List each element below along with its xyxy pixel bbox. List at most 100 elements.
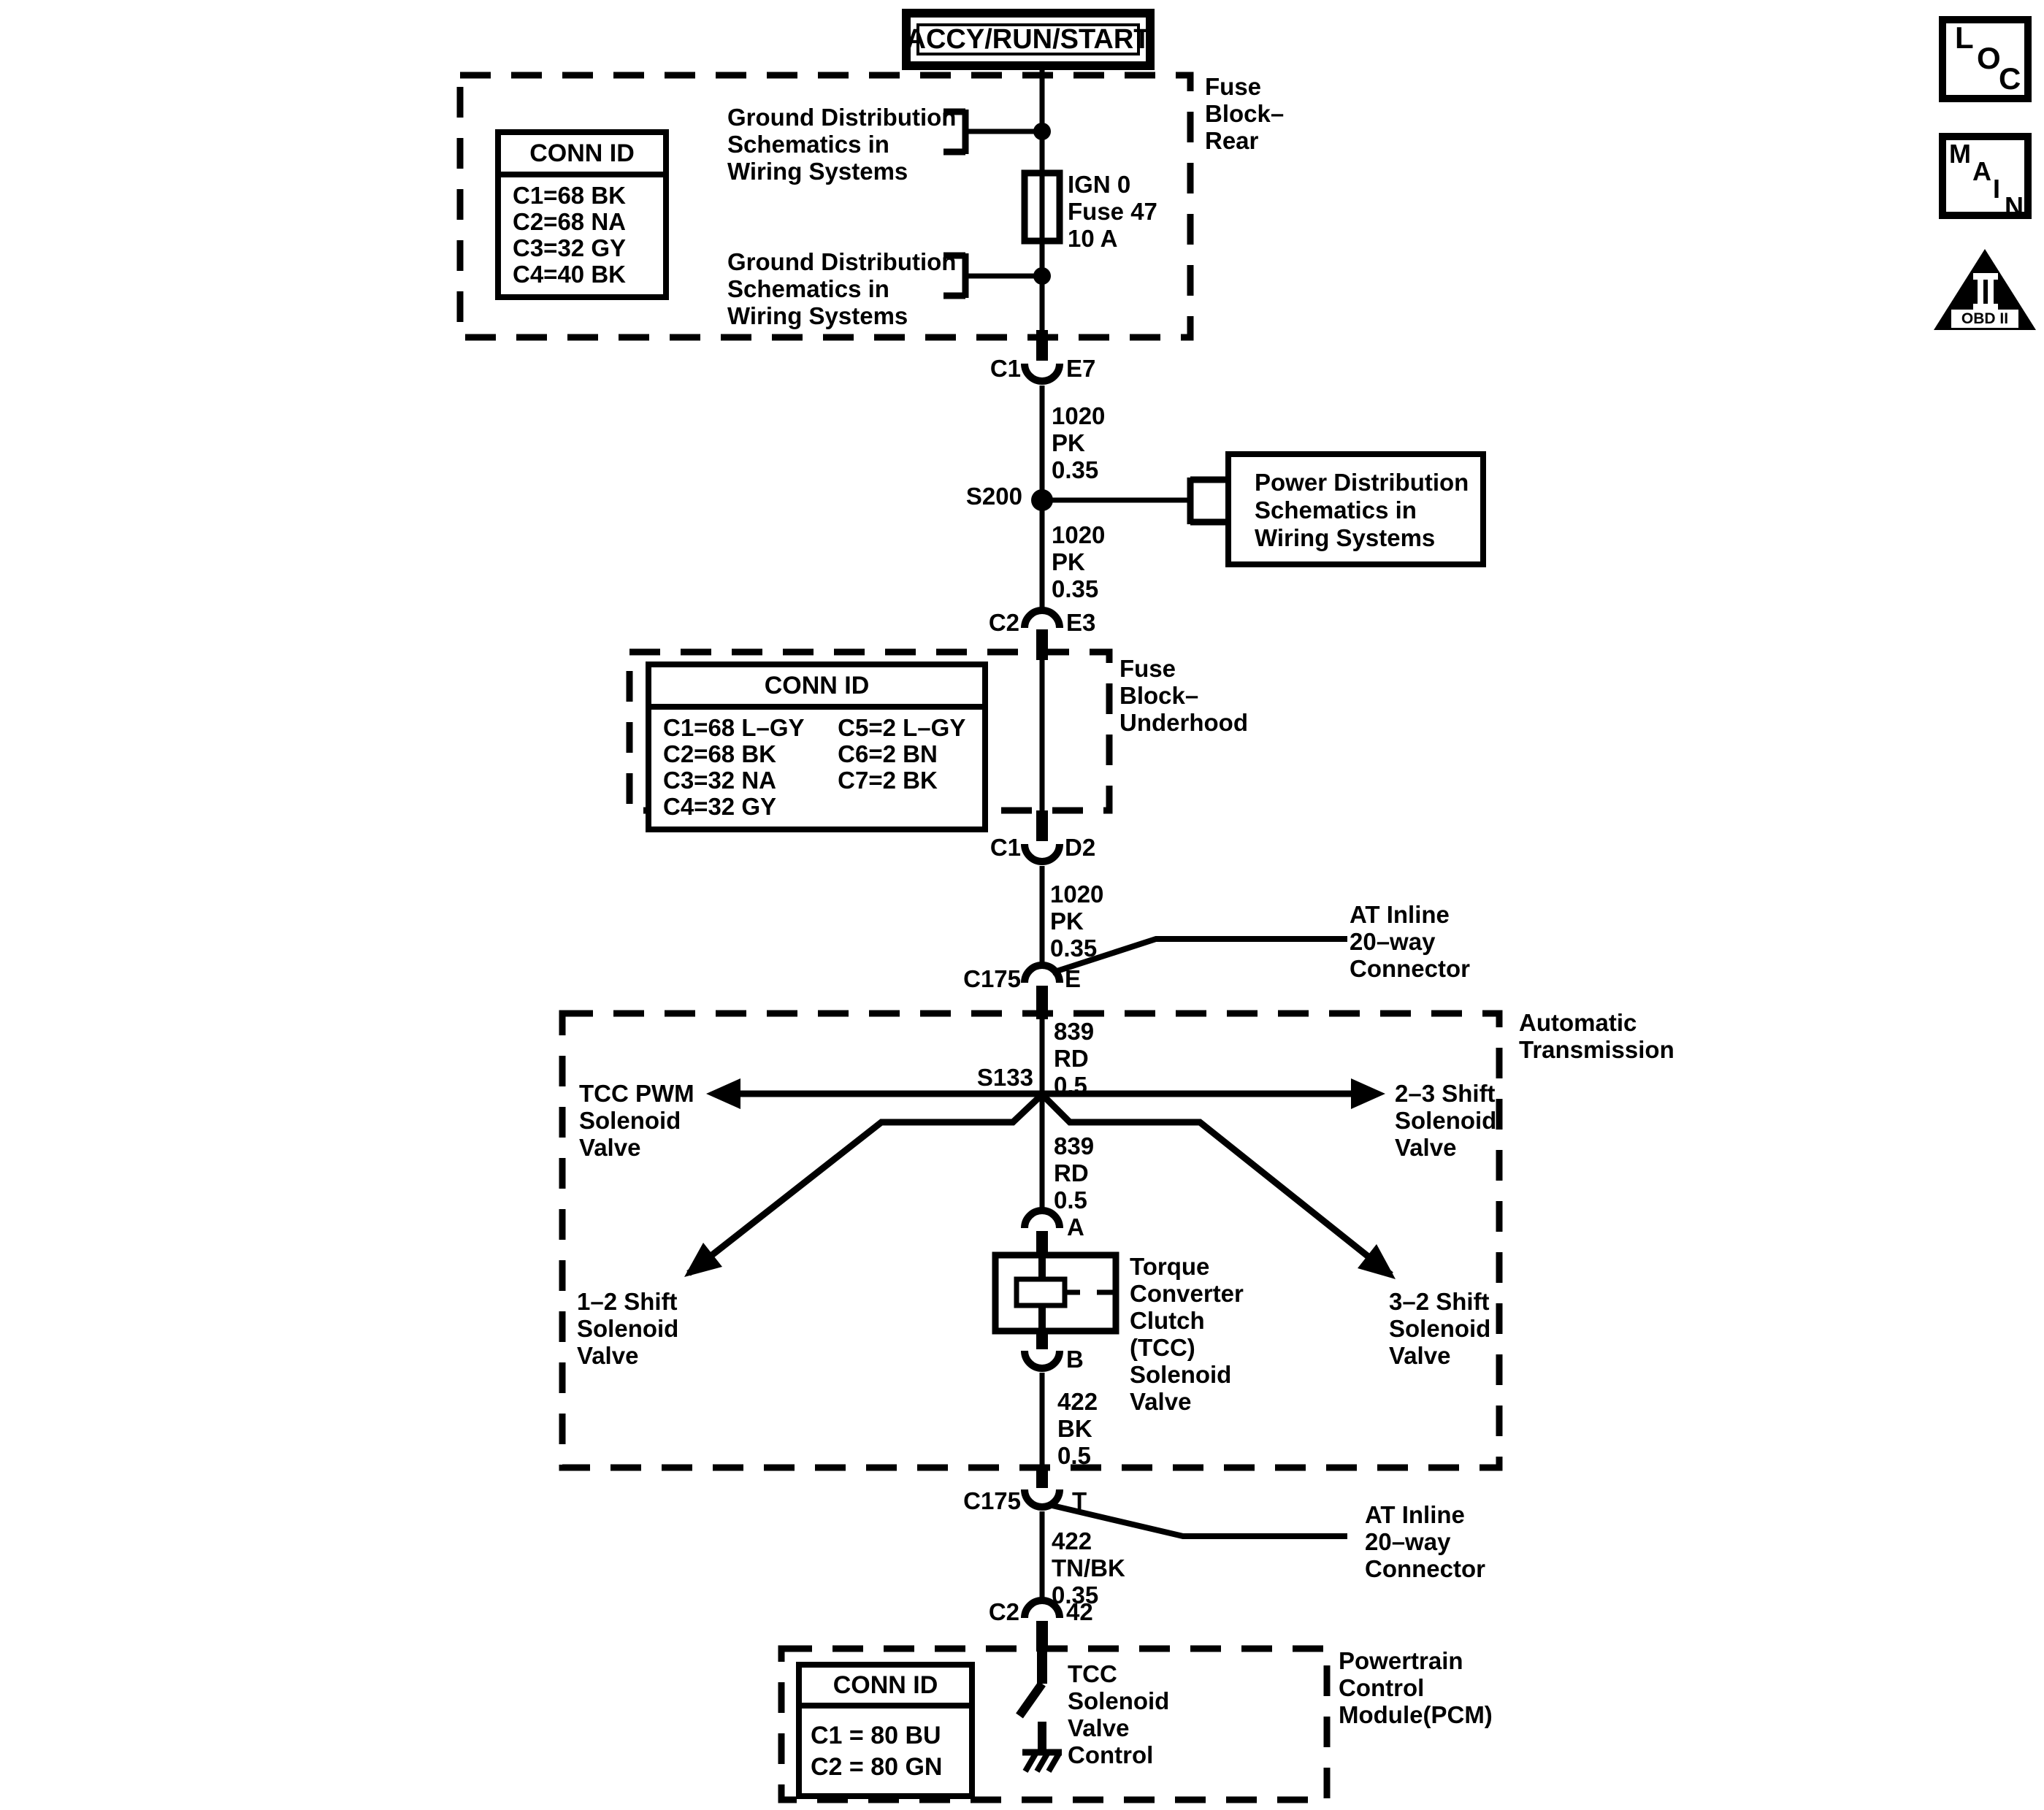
- shift-3-2-solenoid-label: 3–2 Shift Solenoid Valve: [1389, 1288, 1490, 1369]
- tcc-solenoid-valve-label: Torque Converter Clutch (TCC) Solenoid V…: [1130, 1253, 1244, 1415]
- wire-circuit: 1020: [1050, 881, 1104, 908]
- label-line: Connector: [1365, 1555, 1485, 1582]
- label-line: TCC PWM: [579, 1080, 694, 1107]
- wire-circuit: 422: [1057, 1388, 1098, 1415]
- label-line: Control: [1068, 1741, 1154, 1768]
- label-line: Torque: [1130, 1253, 1210, 1280]
- wire-gauge: 0.35: [1052, 1581, 1099, 1608]
- label-line: 10 A: [1068, 225, 1118, 252]
- table-header: CONN ID: [651, 667, 982, 710]
- connector-c1-d2-right-label: D2: [1065, 834, 1096, 861]
- label-line: Wiring Systems: [727, 302, 908, 329]
- connector-a-symbol: [1021, 1207, 1063, 1257]
- ground-ref-bottom-label: Ground Distribution Schematics in Wiring…: [727, 248, 956, 329]
- wire-839-rd-label-2: 839 RD 0.5: [1054, 1132, 1094, 1213]
- main-icon: M A I N: [1939, 133, 2032, 221]
- ground-ref-top-label: Ground Distribution Schematics in Wiring…: [727, 104, 956, 185]
- label-line: Converter: [1130, 1280, 1244, 1307]
- wire-gauge: 0.35: [1052, 575, 1099, 602]
- at-inline-bottom-label: AT Inline 20–way Connector: [1365, 1501, 1485, 1582]
- label-line: Automatic: [1519, 1009, 1637, 1036]
- label-line: Valve: [1130, 1388, 1192, 1415]
- pcm-driver-switch: [1016, 1649, 1047, 1751]
- label-line: IGN 0: [1068, 171, 1131, 198]
- label-line: 20–way: [1350, 928, 1436, 955]
- wire-gauge: 0.5: [1054, 1072, 1087, 1099]
- label-line: Clutch: [1130, 1307, 1205, 1334]
- connector-c1-d2-symbol: [1021, 810, 1063, 865]
- label-line: (TCC): [1130, 1334, 1195, 1361]
- table-row: C2=68 BK: [663, 740, 776, 767]
- connector-c1-d2-left-label: C1: [990, 834, 1021, 861]
- label-line: AT Inline: [1350, 901, 1450, 928]
- label-line: Valve: [577, 1342, 639, 1369]
- connector-b-label: B: [1066, 1346, 1084, 1373]
- s200-label: S200: [965, 483, 1022, 510]
- label-line: Solenoid: [579, 1107, 681, 1134]
- power-distribution-ref-box: Power Distribution Schematics in Wiring …: [1225, 451, 1486, 567]
- arrowhead-down-right: [1358, 1244, 1396, 1279]
- power-source-box: ACCY/RUN/START: [902, 9, 1155, 70]
- s133-label: S133: [976, 1064, 1033, 1091]
- wire-gauge: 0.5: [1054, 1186, 1087, 1213]
- fuse-block-rear-label: Fuse Block– Rear: [1205, 73, 1284, 154]
- junction-dot: [1033, 267, 1051, 285]
- label-line: Schematics in: [727, 131, 889, 158]
- table-row: C1=68 L–GY: [663, 714, 805, 741]
- ground-symbol: [1022, 1749, 1062, 1773]
- label-line: Schematics in: [727, 275, 889, 302]
- arrowhead-down-left: [684, 1243, 722, 1277]
- label-line: Solenoid: [577, 1315, 679, 1342]
- wire-circuit: 839: [1054, 1132, 1095, 1159]
- pcm-outline: [778, 1645, 1331, 1803]
- label-line: Ground Distribution: [727, 248, 957, 275]
- wire-color: BK: [1057, 1415, 1092, 1442]
- shift-2-3-solenoid-label: 2–3 Shift Solenoid Valve: [1395, 1080, 1496, 1161]
- table-row: C5=2 L–GY: [838, 714, 966, 741]
- label-line: 20–way: [1365, 1528, 1451, 1555]
- table-row: C7=2 BK: [838, 767, 938, 794]
- s133-splice-arrows: [684, 1078, 1396, 1279]
- conn-id-table-underhood: CONN ID C1=68 L–GY C2=68 BK C3=32 NA C4=…: [646, 662, 988, 832]
- label-line: Rear: [1205, 127, 1259, 154]
- label-line: Solenoid: [1389, 1315, 1491, 1342]
- loc-letter: L: [1955, 20, 1974, 55]
- label-line: Fuse: [1205, 73, 1262, 100]
- s200-splice: [1031, 476, 1225, 526]
- fuse-ign0-label: IGN 0 Fuse 47 10 A: [1068, 171, 1157, 252]
- wire-gauge: 0.35: [1050, 935, 1098, 962]
- label-line: 2–3 Shift: [1395, 1080, 1496, 1107]
- wire-circuit: 1020: [1052, 402, 1106, 429]
- label-line: Wiring Systems: [727, 158, 908, 185]
- arrowhead-left: [706, 1078, 740, 1109]
- connector-c2-42-right-label: 42: [1066, 1598, 1093, 1625]
- wire-1020-pk-label-3: 1020 PK 0.35: [1050, 881, 1103, 962]
- conn-id-table-pcm: CONN ID C1 = 80 BU C2 = 80 GN: [796, 1662, 975, 1799]
- ground-ref-top-tap: [943, 108, 1051, 156]
- wire-color: RD: [1054, 1045, 1089, 1072]
- table-row: C2=68 NA: [513, 208, 626, 235]
- connector-b-symbol: [1021, 1330, 1063, 1372]
- label-line: AT Inline: [1365, 1501, 1465, 1528]
- main-letter: A: [1972, 156, 1991, 186]
- wire-1020-pk-label-2: 1020 PK 0.35: [1052, 521, 1105, 602]
- wire-gauge: 0.35: [1052, 456, 1099, 483]
- pcm-label: Powertrain Control Module(PCM): [1339, 1647, 1493, 1728]
- connector-c1-e7-symbol: [1021, 330, 1063, 385]
- ground-ref-bottom-tap: [943, 252, 1051, 299]
- loc-letter: C: [1999, 61, 2021, 96]
- wire-color: RD: [1054, 1159, 1089, 1186]
- at-inline-top-label: AT Inline 20–way Connector: [1350, 901, 1470, 982]
- tcc-solenoid-valve-control-label: TCC Solenoid Valve Control: [1068, 1660, 1169, 1768]
- table-row: C3=32 GY: [513, 234, 627, 261]
- fuse-block-rear-outline: [456, 72, 1194, 341]
- at-inline-top-leader: [1051, 936, 1347, 975]
- tcc-pwm-solenoid-label: TCC PWM Solenoid Valve: [579, 1080, 694, 1161]
- connector-c175-e-left-label: C175: [963, 965, 1021, 992]
- connector-c1-e7-right-label: E7: [1066, 355, 1096, 382]
- shift-1-2-solenoid-label: 1–2 Shift Solenoid Valve: [577, 1288, 678, 1369]
- loc-letter: O: [1977, 41, 2001, 75]
- label-line: 3–2 Shift: [1389, 1288, 1490, 1315]
